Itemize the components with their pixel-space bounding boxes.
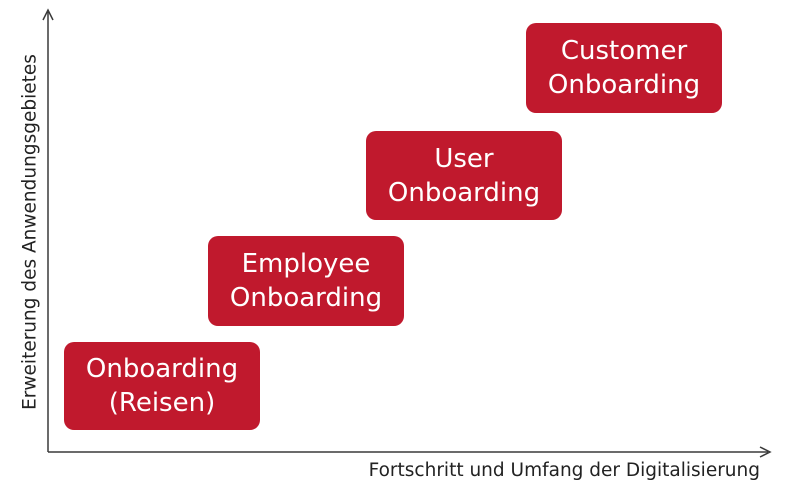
- stage-label-line2: Onboarding: [387, 177, 541, 208]
- stage-label-line1: Employee: [241, 249, 371, 279]
- stage-label-line1: Onboarding: [85, 354, 239, 384]
- stage-label-line1: Customer: [560, 36, 688, 66]
- x-axis-label: Fortschritt und Umfang der Digitalisieru…: [368, 460, 760, 481]
- stage-box-onboarding-reisen: Onboarding (Reisen): [64, 342, 260, 430]
- stage-label-line2: (Reisen): [108, 388, 216, 418]
- stage-box-employee-onboarding: Employee Onboarding: [208, 236, 404, 326]
- y-axis-label: Erweiterung des Anwendungsgebietes: [19, 54, 41, 410]
- stage-label-line1: User: [434, 143, 494, 174]
- stage-label-line2: Onboarding: [547, 70, 701, 100]
- y-axis-arrowhead: [42, 8, 54, 21]
- stage-box-user-onboarding: User Onboarding: [366, 131, 562, 220]
- x-axis-arrowhead: [759, 446, 772, 458]
- stage-label-line2: Onboarding: [229, 283, 383, 313]
- stage-box-customer-onboarding: Customer Onboarding: [526, 23, 722, 113]
